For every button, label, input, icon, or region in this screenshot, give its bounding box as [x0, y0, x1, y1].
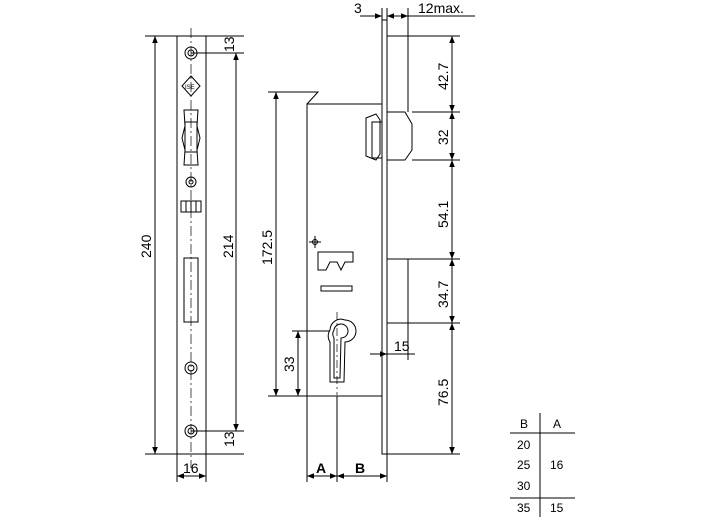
dim-top-13-label: 13 — [221, 36, 237, 52]
dead-bolt — [386, 258, 409, 324]
dim-a-b — [306, 396, 388, 482]
table-header-b: B — [520, 417, 528, 431]
table-b-35: 35 — [517, 501, 531, 515]
dim-34-7-label: 34.7 — [435, 281, 451, 308]
dim-33-label: 33 — [281, 356, 297, 372]
faceplate — [176, 35, 207, 455]
dim-12max-label: 12max. — [418, 0, 464, 16]
dim-bottom-13-label: 13 — [221, 431, 237, 447]
dim-16-label: 16 — [183, 460, 199, 476]
dim-76-5-label: 76.5 — [435, 379, 451, 406]
dim-240 — [145, 35, 177, 455]
dim-16 — [176, 454, 207, 482]
case-hook — [317, 251, 354, 272]
front-view: ISE — [145, 28, 244, 482]
side-view — [268, 8, 475, 482]
table-a-15: 15 — [550, 501, 564, 515]
dim-214-label: 214 — [220, 234, 236, 258]
dim-240-label: 240 — [138, 234, 154, 258]
dim-b-label: B — [355, 460, 365, 476]
dim-214 — [191, 52, 244, 432]
dim-right-chain — [387, 35, 460, 455]
dim-3-label: 3 — [354, 0, 362, 16]
svg-text:ISE: ISE — [185, 85, 195, 91]
size-table — [510, 413, 575, 517]
dim-172-5-label: 172.5 — [259, 230, 275, 265]
dim-42-7-label: 42.7 — [435, 63, 451, 90]
side-faceplate — [381, 19, 388, 455]
dim-lock-height — [268, 91, 307, 397]
cylinder-profile — [327, 318, 357, 383]
table-b-30: 30 — [517, 479, 531, 493]
dim-bolt-throw — [370, 323, 415, 360]
table-a-16: 16 — [550, 458, 564, 472]
crosshair-icon — [309, 236, 321, 248]
dim-54-1-label: 54.1 — [435, 201, 451, 228]
table-header-a: A — [553, 417, 561, 431]
dim-15-label: 15 — [394, 338, 410, 354]
table-b-20: 20 — [517, 438, 531, 452]
case-slot — [320, 285, 353, 292]
table-b-25: 25 — [517, 458, 531, 472]
dim-a-label: A — [316, 460, 326, 476]
dim-top-thickness — [360, 8, 475, 112]
latch-bolt — [365, 111, 413, 161]
dim-32-label: 32 — [435, 129, 451, 145]
dim-cylinder — [292, 330, 330, 396]
